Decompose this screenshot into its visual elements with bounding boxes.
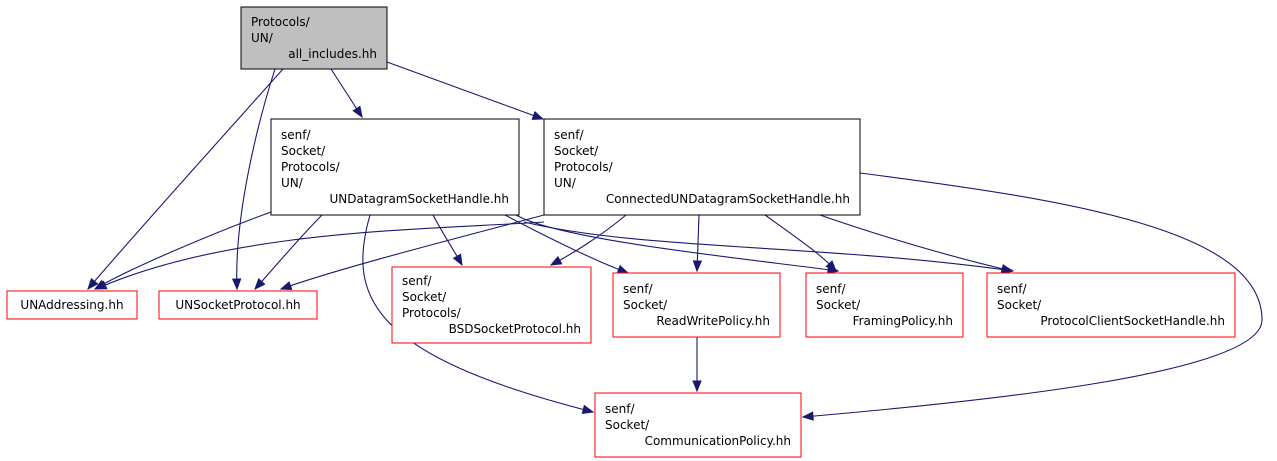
node-label-line: ConnectedUNDatagramSocketHandle.hh bbox=[606, 192, 850, 206]
edge-conn-to-comm bbox=[802, 172, 1263, 418]
arrowhead-conn-to-fr bbox=[825, 260, 837, 272]
arrowhead-conn-to-comm bbox=[801, 411, 814, 421]
node-label-line: Socket/ bbox=[816, 298, 861, 312]
node-label-line: Socket/ bbox=[605, 418, 650, 432]
arrowhead-all_includes-to-undgram bbox=[352, 105, 363, 119]
node-box-rw bbox=[612, 272, 781, 338]
node-label-line: Socket/ bbox=[554, 144, 599, 158]
edge-conn-to-pcsh bbox=[819, 214, 1013, 272]
node-box-all_includes bbox=[240, 6, 388, 70]
node-label-line: Socket/ bbox=[623, 298, 668, 312]
node-box-pcsh bbox=[986, 272, 1236, 338]
arrowhead-all_includes-to-unaddr bbox=[87, 277, 99, 291]
node-label-line: UNDatagramSocketHandle.hh bbox=[329, 192, 509, 206]
arrowhead-undgram-to-bsd bbox=[452, 253, 463, 267]
arrowhead-conn-to-unsock bbox=[279, 281, 293, 291]
edge-undgram-to-comm bbox=[362, 214, 594, 413]
node-label-line: Socket/ bbox=[281, 144, 326, 158]
node-label-line: ReadWritePolicy.hh bbox=[656, 314, 770, 328]
node-label-line: UN/ bbox=[554, 176, 577, 190]
node-label-line: senf/ bbox=[281, 128, 311, 142]
arrowhead-all_includes-to-unsock bbox=[231, 278, 242, 291]
edge-undgram-to-unaddr bbox=[94, 211, 272, 290]
node-label-line: Protocols/ bbox=[251, 15, 311, 29]
node-label-line: senf/ bbox=[554, 128, 584, 142]
node-label-line: Socket/ bbox=[997, 298, 1042, 312]
edge-undgram-to-fr bbox=[515, 214, 839, 272]
edge-conn-to-unsock bbox=[280, 214, 545, 290]
arrowhead-all_includes-to-conn bbox=[531, 110, 545, 120]
node-label-line: all_includes.hh bbox=[288, 47, 377, 61]
arrowhead-undgram-to-rw bbox=[616, 264, 630, 274]
node-label-line: BSDSocketProtocol.hh bbox=[449, 322, 581, 336]
edge-all_includes-to-unaddr bbox=[87, 68, 284, 290]
node-box-undgram bbox=[270, 118, 520, 216]
node-box-conn bbox=[543, 118, 861, 216]
edge-undgram-to-unsock bbox=[254, 214, 323, 290]
edge-conn-to-unaddr bbox=[95, 221, 545, 290]
node-box-unsock bbox=[158, 290, 318, 320]
node-bsd[interactable]: senf/Socket/Protocols/BSDSocketProtocol.… bbox=[391, 266, 592, 344]
node-label-line: Protocols/ bbox=[281, 160, 341, 174]
edge-undgram-to-pcsh bbox=[523, 221, 1014, 272]
node-box-unaddr bbox=[6, 290, 138, 320]
node-label-line: CommunicationPolicy.hh bbox=[645, 434, 791, 448]
nodes-layer: Protocols/UN/all_includes.hh senf/Socket/… bbox=[6, 6, 1236, 458]
node-label-line: ProtocolClientSocketHandle.hh bbox=[1040, 314, 1225, 328]
arrowhead-conn-to-pcsh bbox=[1000, 264, 1014, 274]
node-label-line: UNAddressing.hh bbox=[20, 298, 123, 312]
edge-all_includes-to-conn bbox=[386, 61, 544, 120]
arrowhead-conn-to-bsd bbox=[549, 255, 563, 266]
node-pcsh[interactable]: senf/Socket/ProtocolClientSocketHandle.h… bbox=[986, 272, 1236, 338]
edge-conn-to-bsd bbox=[550, 214, 627, 266]
node-label-line: senf/ bbox=[402, 274, 432, 288]
node-conn[interactable]: senf/Socket/Protocols/UN/ConnectedUNData… bbox=[543, 118, 861, 216]
node-box-comm bbox=[594, 392, 802, 458]
node-label-line: senf/ bbox=[605, 402, 635, 416]
node-label-line: UN/ bbox=[281, 176, 304, 190]
arrowhead-undgram-to-unsock bbox=[254, 278, 266, 291]
node-box-bsd bbox=[391, 266, 592, 344]
node-box-fr bbox=[805, 272, 964, 338]
node-undgram[interactable]: senf/Socket/Protocols/UN/UNDatagramSocke… bbox=[270, 118, 520, 216]
node-label-line: senf/ bbox=[623, 282, 653, 296]
arrowhead-rw-to-comm bbox=[692, 380, 702, 393]
node-unsock[interactable]: UNSocketProtocol.hh bbox=[158, 290, 318, 320]
node-label-line: FramingPolicy.hh bbox=[853, 314, 953, 328]
arrowhead-undgram-to-comm bbox=[581, 404, 595, 414]
node-label-line: Protocols/ bbox=[554, 160, 614, 174]
node-fr[interactable]: senf/Socket/FramingPolicy.hh bbox=[805, 272, 964, 338]
arrowhead-conn-to-rw bbox=[692, 260, 703, 273]
arrowhead-conn-to-unaddr bbox=[94, 280, 108, 290]
edge-all_includes-to-unsock bbox=[236, 68, 276, 290]
node-label-line: senf/ bbox=[816, 282, 846, 296]
node-label-line: senf/ bbox=[997, 282, 1027, 296]
node-unaddr[interactable]: UNAddressing.hh bbox=[6, 290, 138, 320]
node-label-line: UN/ bbox=[251, 31, 274, 45]
edges-layer bbox=[87, 61, 1263, 421]
node-label-line: Socket/ bbox=[402, 290, 447, 304]
node-all_includes[interactable]: Protocols/UN/all_includes.hh bbox=[240, 6, 388, 70]
node-label-line: UNSocketProtocol.hh bbox=[175, 298, 300, 312]
node-comm[interactable]: senf/Socket/CommunicationPolicy.hh bbox=[594, 392, 802, 458]
node-label-line: Protocols/ bbox=[402, 306, 462, 320]
node-rw[interactable]: senf/Socket/ReadWritePolicy.hh bbox=[612, 272, 781, 338]
